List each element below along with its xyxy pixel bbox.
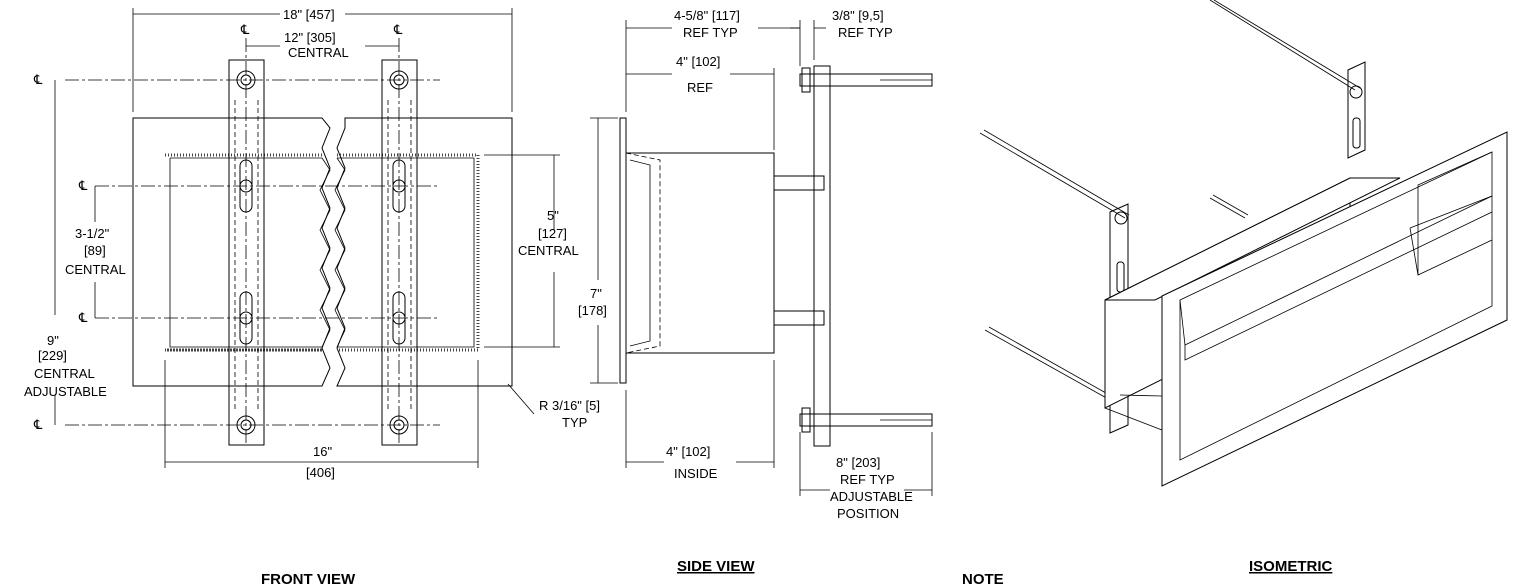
mount-center-sub-label: CENTRAL <box>288 45 349 60</box>
stud-ref-label: REF TYP <box>840 472 895 487</box>
inner-width-label: 16" <box>313 444 332 459</box>
side-height-mm-label: [178] <box>578 303 607 318</box>
front-view-title: FRONT VIEW <box>261 571 356 584</box>
slot-center-label: 3-1/2" <box>75 226 110 241</box>
opening-mm-label: [127] <box>538 226 567 241</box>
note-title: NOTE <box>962 571 1004 584</box>
side-view: 4-5/8" [117] REF TYP 3/8" [9,5] REF TYP … <box>578 8 933 521</box>
centerline-mark: ℄ <box>78 310 88 325</box>
centerline-mark: ℄ <box>393 22 403 37</box>
centerline-mark: ℄ <box>33 72 43 87</box>
opening-label: 5" <box>547 208 559 223</box>
ref-depth-label: 4" [102] <box>676 54 720 69</box>
centerline-mark: ℄ <box>240 22 250 37</box>
side-height-label: 7" <box>590 286 602 301</box>
flange-label: 3/8" [9,5] <box>832 8 884 23</box>
inner-width-mm-label: [406] <box>306 465 335 480</box>
radius-label: R 3/16" [5] <box>539 398 600 413</box>
ref-depth-sub-label: REF <box>687 80 713 95</box>
height-label: 9" <box>47 333 59 348</box>
isometric-view <box>979 0 1508 487</box>
inside-depth-sub-label: INSIDE <box>674 466 718 481</box>
side-view-title: SIDE VIEW <box>677 558 755 575</box>
flange-sub-label: REF TYP <box>838 25 893 40</box>
stud-label: 8" [203] <box>836 455 880 470</box>
mount-center-label: 12" [305] <box>284 30 336 45</box>
slot-central-label: CENTRAL <box>65 262 126 277</box>
height-central-label: CENTRAL <box>34 366 95 381</box>
inside-depth-label: 4" [102] <box>666 444 710 459</box>
radius-typ-label: TYP <box>562 415 587 430</box>
stud-position-label: POSITION <box>837 506 899 521</box>
stud-adjustable-label: ADJUSTABLE <box>830 489 913 504</box>
centerline-mark: ℄ <box>78 178 88 193</box>
isometric-view-title: ISOMETRIC <box>1249 558 1333 575</box>
opening-central-label: CENTRAL <box>518 243 579 258</box>
height-adjustable-label: ADJUSTABLE <box>24 384 107 399</box>
overall-width-label: 18" [457] <box>283 7 335 22</box>
front-view: ℄ ℄ ℄ ℄ ℄ ℄ 18" [457] 12" [305] CENTRAL … <box>24 7 600 480</box>
height-mm-label: [229] <box>38 348 67 363</box>
ref-typ-label: 4-5/8" [117] <box>674 8 740 23</box>
ref-typ-sub-label: REF TYP <box>683 25 738 40</box>
slot-center-mm-label: [89] <box>84 243 106 258</box>
centerline-mark: ℄ <box>33 417 43 432</box>
